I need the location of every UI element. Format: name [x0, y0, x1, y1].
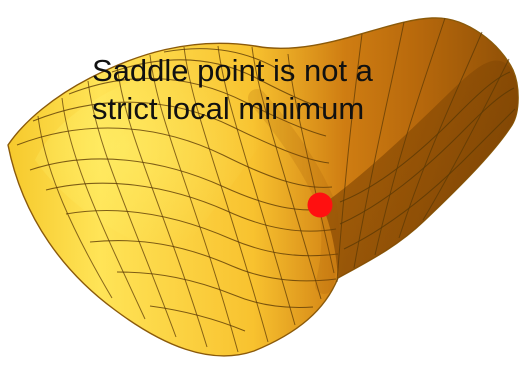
saddle-point-annotation: Saddle point is not a strict local minim… [92, 52, 452, 128]
right-fold-shadow [322, 60, 518, 278]
surface-mesh-cross-lines [37, 17, 510, 353]
saddle-point-marker [307, 192, 333, 218]
annotation-line-2: strict local minimum [92, 91, 365, 126]
annotation-line-1: Saddle point is not a [92, 53, 373, 88]
